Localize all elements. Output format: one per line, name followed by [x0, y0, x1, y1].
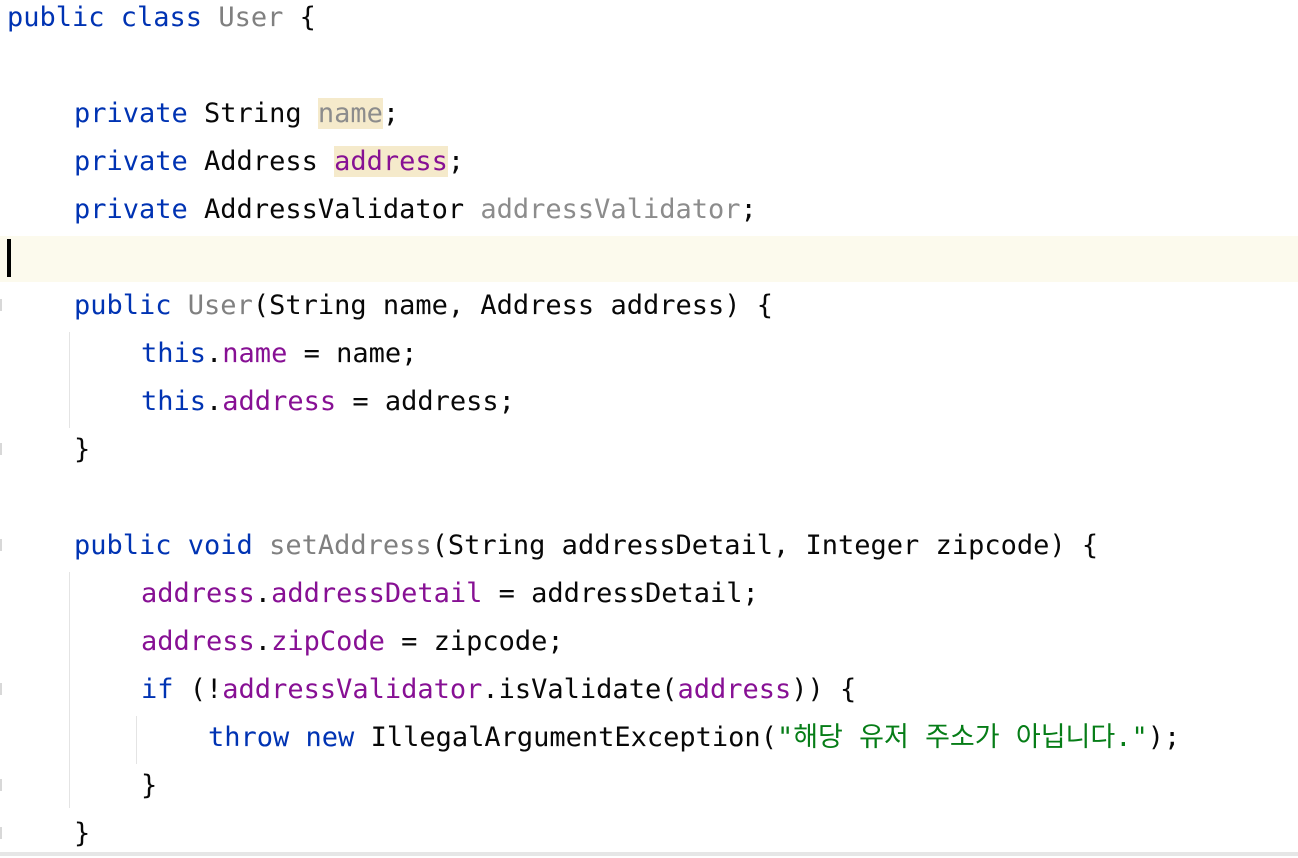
code-token: name	[222, 338, 288, 369]
code-text: address.zipCode = zipcode;	[141, 618, 564, 666]
code-token: ;	[447, 146, 465, 177]
code-token: String	[204, 98, 318, 129]
fold-marker[interactable]	[0, 299, 2, 311]
code-token: .	[206, 338, 223, 369]
code-text: public User(String name, Address address…	[74, 282, 773, 330]
code-token: address	[334, 146, 448, 177]
code-token: private	[74, 98, 205, 129]
indent-guide	[136, 716, 137, 764]
code-token: address	[141, 626, 255, 657]
code-token: "해당 유저 주소가 아닙니다."	[776, 722, 1148, 753]
code-token: = addressDetail;	[482, 578, 759, 609]
code-token: name	[317, 98, 383, 129]
code-token: IllegalArgumentException(	[370, 722, 777, 753]
code-line[interactable]: }	[0, 762, 1298, 810]
code-line[interactable]: private String name;	[0, 90, 1298, 138]
code-text: }	[74, 426, 90, 474]
code-line[interactable]: if (!addressValidator.isValidate(address…	[0, 666, 1298, 714]
code-token: setAddress	[269, 530, 432, 561]
code-token: .isValidate(	[482, 674, 678, 705]
code-token: throw new	[208, 722, 371, 753]
code-token: AddressValidator	[204, 194, 481, 225]
code-token: (!	[189, 674, 223, 705]
code-token: addressDetail	[271, 578, 483, 609]
code-line[interactable]: address.zipCode = zipcode;	[0, 618, 1298, 666]
code-line[interactable]	[0, 234, 1298, 282]
code-line[interactable]	[0, 474, 1298, 522]
current-line-highlight	[0, 236, 1298, 282]
code-token: );	[1147, 722, 1181, 753]
code-text: private Address address;	[74, 138, 464, 186]
code-token: this	[141, 386, 207, 417]
code-line[interactable]: public class User {	[0, 0, 1298, 42]
code-token: Address	[204, 146, 335, 177]
code-token: }	[74, 818, 91, 849]
code-text: }	[74, 810, 90, 858]
code-token: public class	[7, 2, 219, 33]
code-token: private	[74, 146, 205, 177]
code-token: address	[141, 578, 255, 609]
code-token: addressValidator	[222, 674, 483, 705]
code-line[interactable]: this.address = address;	[0, 378, 1298, 426]
code-token: public void	[74, 530, 270, 561]
code-token: .	[254, 578, 272, 609]
code-token: }	[141, 770, 158, 801]
code-line[interactable]: }	[0, 426, 1298, 474]
code-token: = zipcode;	[384, 626, 564, 657]
code-token: addressValidator	[480, 194, 741, 225]
code-token: ;	[382, 98, 400, 129]
code-token: }	[74, 434, 91, 465]
fold-marker[interactable]	[0, 779, 2, 791]
code-token: User	[187, 290, 253, 321]
code-token: = address;	[336, 386, 515, 417]
fold-marker[interactable]	[0, 683, 2, 695]
fold-marker[interactable]	[0, 539, 2, 551]
fold-marker[interactable]	[0, 443, 2, 455]
code-text: this.name = name;	[141, 330, 417, 378]
code-token: {	[283, 2, 316, 33]
code-token: )) {	[791, 674, 857, 705]
code-token: ;	[740, 194, 757, 225]
code-text: throw new IllegalArgumentException("해당 유…	[208, 714, 1180, 762]
code-token: zipCode	[271, 626, 385, 657]
code-line[interactable]: public void setAddress(String addressDet…	[0, 522, 1298, 570]
code-line[interactable]: private AddressValidator addressValidato…	[0, 186, 1298, 234]
code-line[interactable]	[0, 42, 1298, 90]
code-token: .	[206, 386, 223, 417]
code-token: address	[222, 386, 337, 417]
code-text: if (!addressValidator.isValidate(address…	[141, 666, 856, 714]
code-text: this.address = address;	[141, 378, 515, 426]
code-text: private String name;	[74, 90, 399, 138]
code-text: public void setAddress(String addressDet…	[74, 522, 1098, 570]
code-line[interactable]: public User(String name, Address address…	[0, 282, 1298, 330]
code-line[interactable]: address.addressDetail = addressDetail;	[0, 570, 1298, 618]
code-text: public class User {	[7, 0, 316, 42]
code-line[interactable]: }	[0, 810, 1298, 858]
code-line[interactable]: this.name = name;	[0, 330, 1298, 378]
code-token: public	[74, 290, 188, 321]
code-text: address.addressDetail = addressDetail;	[141, 570, 759, 618]
text-caret	[7, 239, 11, 277]
code-line[interactable]: private Address address;	[0, 138, 1298, 186]
editor-bottom-border	[0, 852, 1298, 856]
code-text: private AddressValidator addressValidato…	[74, 186, 757, 234]
indent-guide	[69, 572, 70, 808]
code-token: if	[141, 674, 190, 705]
code-token: = name;	[287, 338, 418, 369]
code-token: .	[254, 626, 272, 657]
code-token: (String name, Address address) {	[252, 290, 773, 321]
code-token: address	[677, 674, 792, 705]
code-token: User	[218, 2, 284, 33]
code-token: (String addressDetail, Integer zipcode) …	[431, 530, 1099, 561]
indent-guide	[69, 332, 70, 428]
code-text: }	[141, 762, 157, 810]
code-token: private	[74, 194, 205, 225]
code-line[interactable]: throw new IllegalArgumentException("해당 유…	[0, 714, 1298, 762]
fold-marker[interactable]	[0, 827, 2, 839]
code-token: this	[141, 338, 207, 369]
